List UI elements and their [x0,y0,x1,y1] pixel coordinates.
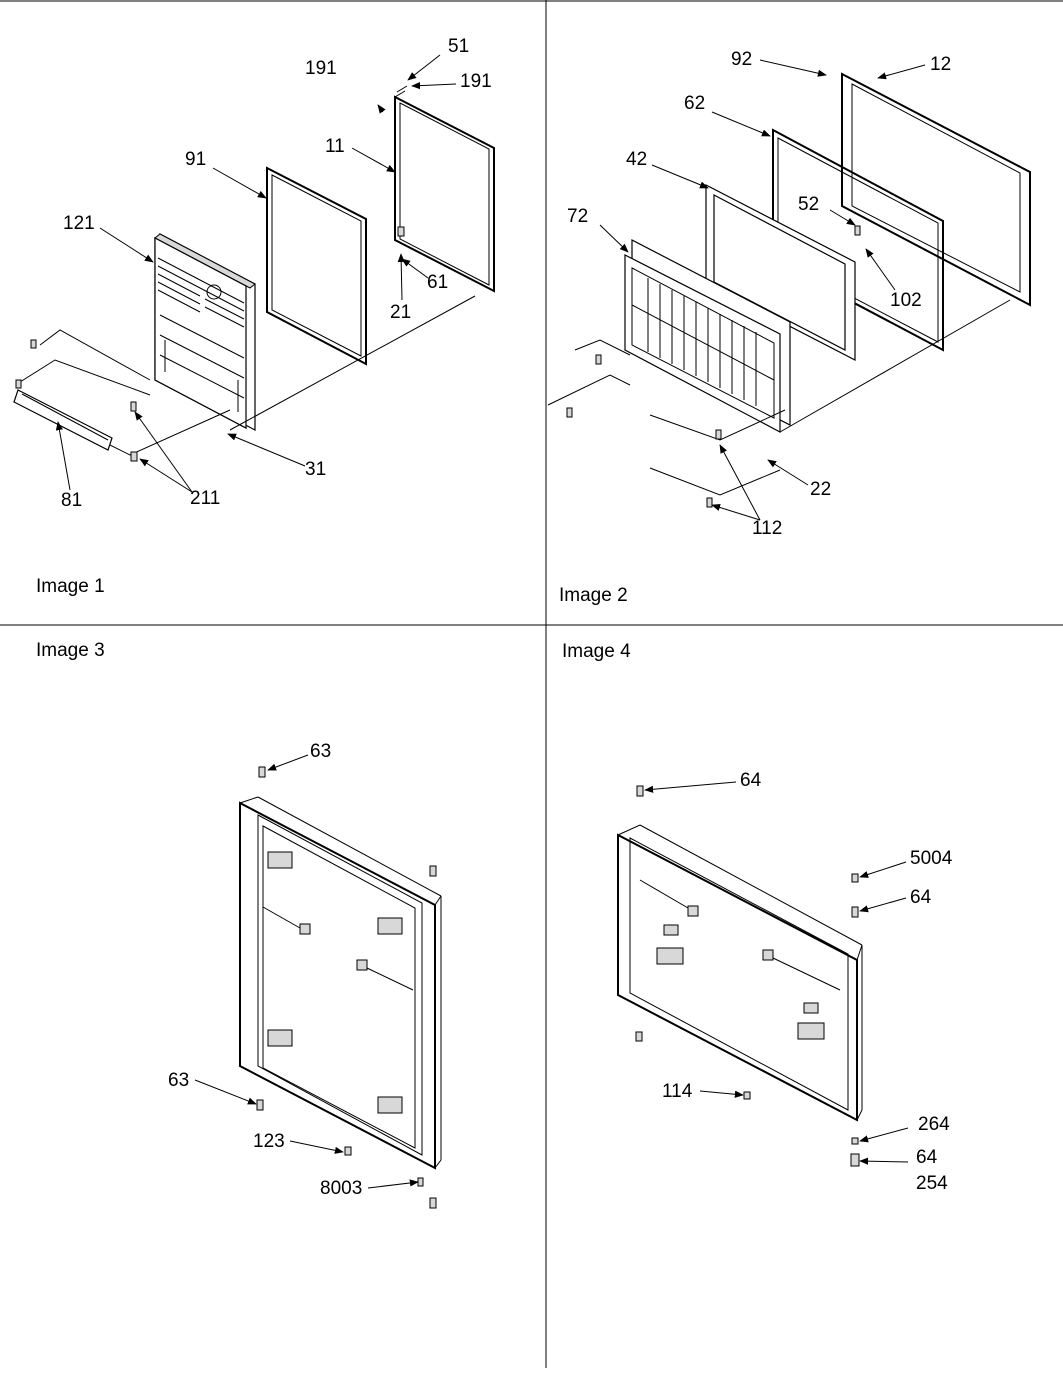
leader-lines [644,781,909,1165]
door-panel-part [394,85,495,293]
part-label: 12 [930,54,951,75]
door-handle-part [13,389,113,451]
door-frame-part [239,796,442,1170]
door-gasket-part [266,166,367,366]
panel-caption: Image 3 [36,640,105,661]
part-label: 42 [626,149,647,170]
screw-parts [256,766,437,1209]
door-liner-part [154,233,256,431]
screw-parts [566,225,861,508]
part-label: 191 [460,71,492,92]
panel-image-1: 191 51 191 11 91 121 61 21 31 81 211 Ima… [13,36,495,597]
part-label: 11 [325,136,345,157]
panel-caption: Image 1 [36,576,105,597]
part-label: 191 [305,58,337,79]
part-label: 5004 [910,848,953,869]
part-label: 52 [798,194,819,215]
part-label: 92 [731,49,752,70]
gasket-part [772,128,944,352]
part-label: 31 [305,459,326,480]
panel-caption: Image 2 [559,585,628,606]
assembly-lines [19,295,476,456]
part-label: 22 [810,479,831,500]
drawer-liner-part [624,239,791,433]
part-label: 62 [684,93,705,114]
part-label: 81 [61,490,82,511]
panel-caption: Image 4 [562,641,631,662]
part-label: 91 [185,149,206,170]
part-label: 64 [916,1147,938,1168]
leader-lines [599,59,926,521]
breaker-strip-part [705,184,856,361]
screw-parts [15,226,405,462]
part-labels: 63 63 123 8003 [168,741,362,1199]
leader-lines [194,754,419,1189]
assembly-lines [547,299,1011,496]
part-label: 254 [916,1173,948,1194]
part-label: 63 [310,741,331,762]
part-label: 264 [918,1114,950,1135]
drawer-frame-part [617,824,863,1122]
panel-image-2: 92 12 62 42 52 72 102 22 112 Image 2 [547,49,1031,606]
part-label: 121 [63,213,95,234]
part-label: 64 [910,887,932,908]
part-label: 114 [662,1081,693,1102]
part-labels: 64 5004 64 114 264 64 254 [662,770,953,1194]
part-label: 102 [890,290,922,311]
part-label: 21 [390,302,411,323]
part-label: 72 [567,206,588,227]
part-label: 211 [190,488,220,509]
part-labels: 191 51 191 11 91 121 61 21 31 81 211 [61,36,492,511]
part-label: 112 [752,518,782,539]
screw-parts [635,785,860,1167]
leader-lines [55,54,457,493]
part-label: 63 [168,1070,189,1091]
panel-image-3: Image 3 [36,640,442,1209]
part-labels: 92 12 62 42 52 72 102 22 112 [567,49,951,539]
part-label: 51 [448,36,469,57]
part-label: 8003 [320,1178,362,1199]
part-label: 123 [253,1131,285,1152]
part-label: 64 [740,770,762,791]
outer-frame-part [841,72,1031,307]
panel-image-4: Image 4 [562,641,953,1194]
part-label: 61 [427,272,448,293]
